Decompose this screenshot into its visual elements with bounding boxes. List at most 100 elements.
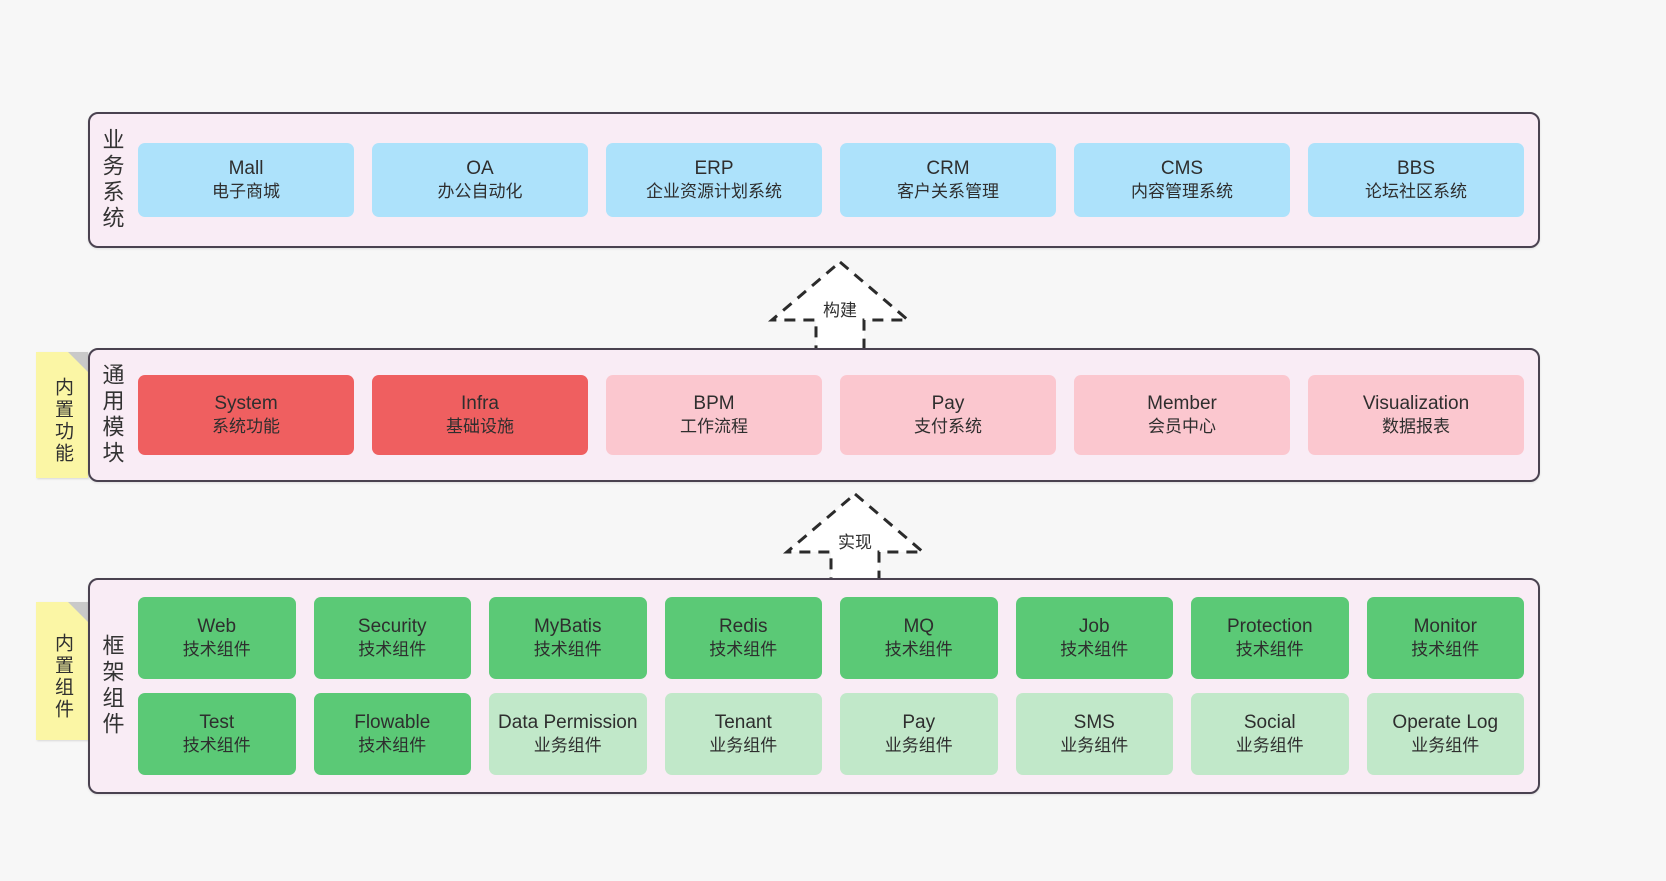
component-subtitle: 业务组件 [1060,736,1129,756]
component-title: Social [1243,711,1296,733]
component-card-mq[interactable]: MQ 技术组件 [840,597,998,679]
module-subtitle: 数据报表 [1382,417,1450,437]
note-fold-icon [68,602,88,622]
component-title: Security [357,615,427,637]
module-title: Visualization [1362,392,1470,414]
layer-framework-component: 框架组件 Web 技术组件 Security 技术组件 MyBatis 技术组件… [88,578,1540,794]
component-subtitle: 技术组件 [709,640,778,660]
component-title: Protection [1226,615,1313,637]
component-subtitle: 技术组件 [182,640,251,660]
component-title: MyBatis [533,615,602,637]
component-subtitle: 业务组件 [1411,736,1480,756]
module-card-visualization[interactable]: Visualization 数据报表 [1308,375,1524,455]
layer-business-row-0: Mall 电子商城 OA 办公自动化 ERP 企业资源计划系统 CRM 客户关系… [138,143,1524,217]
layer-title-common: 通用模块 [90,350,134,480]
layer-title-business: 业务系统 [90,114,134,246]
layer-title-common-text: 通用模块 [99,363,125,467]
arrow-shape-implement [782,492,928,586]
module-title: BBS [1396,157,1436,179]
layer-common-module: 通用模块 System 系统功能 Infra 基础设施 BPM 工作流程 Pay [88,348,1540,482]
component-card-web[interactable]: Web 技术组件 [138,597,296,679]
arrow-shape-build [767,260,913,354]
component-title: SMS [1073,711,1115,733]
component-title: Operate Log [1392,711,1499,733]
module-title: OA [466,157,494,179]
component-card-operate-log[interactable]: Operate Log 业务组件 [1366,693,1524,775]
module-title: Member [1147,392,1217,414]
component-subtitle: 技术组件 [358,736,427,756]
layer-business-system: 业务系统 Mall 电子商城 OA 办公自动化 ERP 企业资源计划系统 CRM [88,112,1540,248]
module-card-erp[interactable]: ERP 企业资源计划系统 [606,143,822,217]
component-card-sms[interactable]: SMS 业务组件 [1015,693,1173,775]
component-subtitle: 技术组件 [533,640,602,660]
layer-body-framework: Web 技术组件 Security 技术组件 MyBatis 技术组件 Redi… [134,580,1538,792]
sticky-note-builtin-function-text: 内置功能 [51,377,73,465]
module-subtitle: 工作流程 [680,417,748,437]
component-subtitle: 技术组件 [1060,640,1129,660]
module-subtitle: 论坛社区系统 [1365,182,1467,202]
component-card-test[interactable]: Test 技术组件 [138,693,296,775]
module-card-cms[interactable]: CMS 内容管理系统 [1074,143,1290,217]
module-subtitle: 客户关系管理 [897,182,999,202]
module-title: System [214,392,278,414]
component-title: Redis [718,615,768,637]
component-subtitle: 业务组件 [1235,736,1304,756]
connector-implement: 实现 [775,490,935,588]
layer-body-business: Mall 电子商城 OA 办公自动化 ERP 企业资源计划系统 CRM 客户关系… [134,114,1538,246]
module-card-bbs[interactable]: BBS 论坛社区系统 [1308,143,1524,217]
component-subtitle: 技术组件 [1411,640,1480,660]
module-subtitle: 基础设施 [446,417,514,437]
sticky-note-builtin-component-text: 内置组件 [51,633,73,721]
component-subtitle: 技术组件 [358,640,427,660]
component-card-protection[interactable]: Protection 技术组件 [1191,597,1349,679]
component-card-monitor[interactable]: Monitor 技术组件 [1366,597,1524,679]
component-card-redis[interactable]: Redis 技术组件 [664,597,822,679]
component-card-social[interactable]: Social 业务组件 [1191,693,1349,775]
component-card-mybatis[interactable]: MyBatis 技术组件 [489,597,647,679]
component-subtitle: 技术组件 [884,640,953,660]
module-card-oa[interactable]: OA 办公自动化 [372,143,588,217]
component-subtitle: 技术组件 [182,736,251,756]
component-title: Pay [902,711,936,733]
sticky-note-builtin-component: 内置组件 [36,602,88,740]
sticky-note-builtin-function: 内置功能 [36,352,88,478]
layer-common-row-0: System 系统功能 Infra 基础设施 BPM 工作流程 Pay 支付系统… [138,375,1524,455]
module-title: ERP [694,157,734,179]
component-subtitle: 技术组件 [1235,640,1304,660]
component-card-job[interactable]: Job 技术组件 [1015,597,1173,679]
note-fold-icon [68,352,88,372]
layer-title-framework: 框架组件 [90,580,134,792]
component-card-tenant[interactable]: Tenant 业务组件 [664,693,822,775]
module-card-mall[interactable]: Mall 电子商城 [138,143,354,217]
component-card-flowable[interactable]: Flowable 技术组件 [313,693,471,775]
module-card-system[interactable]: System 系统功能 [138,375,354,455]
module-title: BPM [693,392,735,414]
module-title: CMS [1160,157,1204,179]
module-subtitle: 企业资源计划系统 [646,182,782,202]
module-card-bpm[interactable]: BPM 工作流程 [606,375,822,455]
layer-title-framework-text: 框架组件 [99,634,125,738]
module-title: Pay [931,392,965,414]
component-title: Web [197,615,237,637]
layer-title-business-text: 业务系统 [99,128,125,232]
layer-body-common: System 系统功能 Infra 基础设施 BPM 工作流程 Pay 支付系统… [134,350,1538,480]
module-card-member[interactable]: Member 会员中心 [1074,375,1290,455]
module-card-crm[interactable]: CRM 客户关系管理 [840,143,1056,217]
component-title: Data Permission [498,711,638,733]
component-card-pay[interactable]: Pay 业务组件 [840,693,998,775]
module-subtitle: 内容管理系统 [1131,182,1233,202]
module-subtitle: 办公自动化 [437,182,523,202]
module-subtitle: 会员中心 [1148,417,1216,437]
component-card-security[interactable]: Security 技术组件 [313,597,471,679]
module-subtitle: 系统功能 [212,417,280,437]
component-title: Tenant [714,711,772,733]
component-title: Monitor [1413,615,1477,637]
module-card-pay[interactable]: Pay 支付系统 [840,375,1056,455]
module-card-infra[interactable]: Infra 基础设施 [372,375,588,455]
component-title: Flowable [354,711,431,733]
component-card-data-permission[interactable]: Data Permission 业务组件 [489,693,647,775]
component-subtitle: 业务组件 [884,736,953,756]
component-title: Test [199,711,235,733]
connector-build: 构建 [760,258,920,356]
